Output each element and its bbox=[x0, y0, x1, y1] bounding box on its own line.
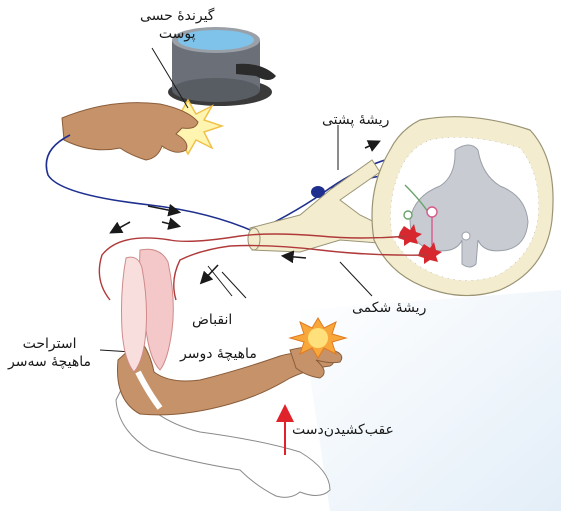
biceps-label: ماهیچهٔ دوسر bbox=[180, 346, 257, 364]
inhibitory-interneuron-icon bbox=[427, 207, 437, 217]
ventral-root-label: ریشهٔ شکمی bbox=[352, 300, 426, 318]
triceps-label: استراحت ماهیچهٔ سه‌سر bbox=[8, 336, 91, 371]
contraction-label: انقباض bbox=[192, 312, 232, 330]
skin-receptor-label: گیرندهٔ حسی پوست bbox=[140, 8, 214, 43]
flow-arrow-motor bbox=[202, 265, 218, 282]
leader-ventral-root bbox=[340, 262, 372, 296]
flow-arrow-dorsal bbox=[365, 142, 378, 148]
leader-contraction-2 bbox=[222, 272, 246, 298]
flow-arrow-triceps bbox=[112, 222, 130, 232]
flow-arrow-loop bbox=[162, 222, 178, 226]
background-panel bbox=[300, 290, 561, 511]
withdraw-hand-label: عقب‌کشیدن‌دست bbox=[292, 422, 394, 440]
flow-arrow-ventral bbox=[284, 256, 306, 258]
leader-contraction-1 bbox=[208, 266, 232, 296]
hand-touching-pot bbox=[62, 103, 198, 160]
interneuron-icon bbox=[404, 211, 412, 219]
dorsal-root-label: ریشهٔ پشتی bbox=[322, 112, 389, 130]
spinal-cord-section bbox=[372, 117, 553, 296]
